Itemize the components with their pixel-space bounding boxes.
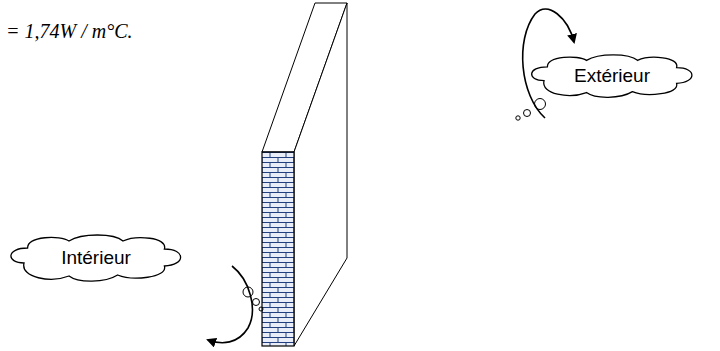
- bubble: [259, 307, 263, 311]
- cloud-label: Extérieur: [574, 65, 650, 87]
- bubble: [535, 99, 546, 110]
- bubble: [253, 299, 260, 306]
- cloud-label: Intérieur: [61, 247, 131, 269]
- cloud-bubble: Extérieur: [527, 53, 697, 99]
- brick-face: [262, 152, 294, 346]
- bubble: [243, 287, 253, 297]
- bubble: [524, 110, 531, 117]
- cloud-bubble: Intérieur: [6, 233, 186, 283]
- wall-side: [294, 3, 347, 346]
- conductivity-value: = 1,74W / m°C.: [6, 20, 133, 43]
- bubble: [516, 116, 520, 120]
- convection-arrow: [208, 266, 252, 343]
